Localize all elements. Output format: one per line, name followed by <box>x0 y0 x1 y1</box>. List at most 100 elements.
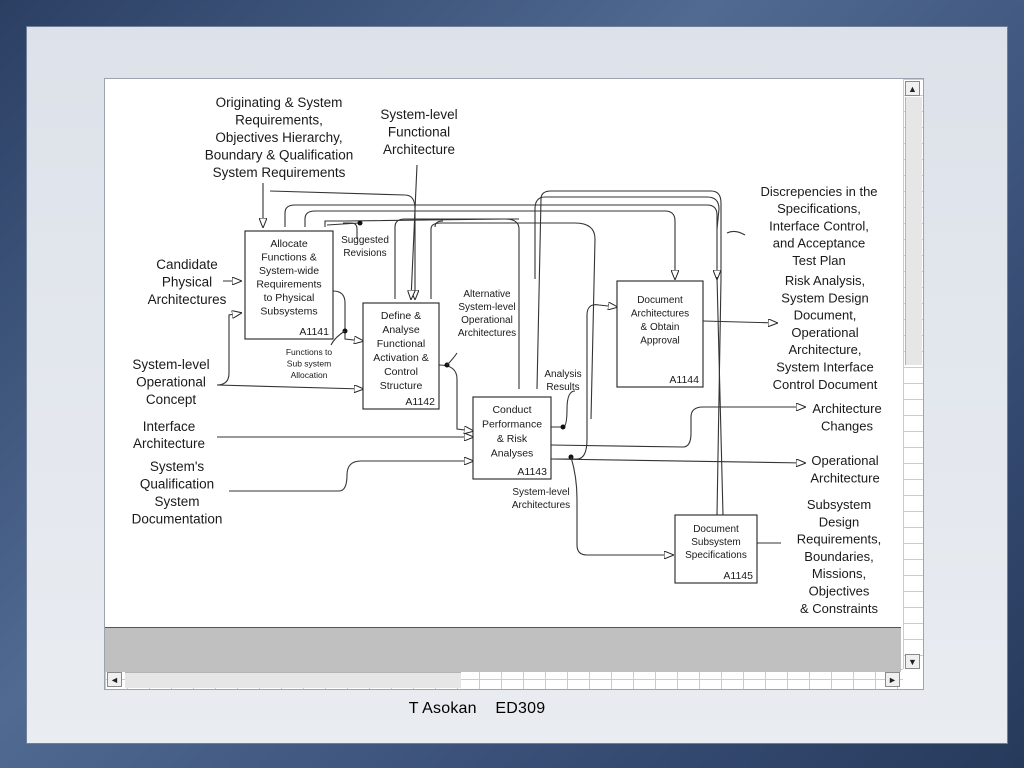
activity-box-title-line: Subsystem <box>691 537 740 548</box>
label-sys-func-arch-line: Functional <box>388 125 450 140</box>
label-orig-req-line: Boundary & Qualification <box>205 148 354 163</box>
label-qual-doc-line: System <box>154 494 199 509</box>
horizontal-scrollbar[interactable]: ◄ ► <box>107 671 903 688</box>
label-risk-analysis-line: System Interface <box>776 360 874 375</box>
activity-box-title-line: Analyse <box>382 324 420 336</box>
activity-box-code: A1145 <box>723 570 753 582</box>
label-subsys-design-line: Requirements, <box>797 532 882 547</box>
label-func-sub-line: Functions to <box>286 347 333 357</box>
label-alt-arch-line: System-level <box>458 302 515 313</box>
arrow-right-icon: ► <box>888 675 897 685</box>
label-candidate-phys-line: Candidate <box>156 257 218 272</box>
activity-box-title-line: Analyses <box>491 448 534 460</box>
activity-box-title-line: System-wide <box>259 265 319 277</box>
activity-box-code: A1142 <box>405 396 435 408</box>
horizontal-scroll-track[interactable] <box>125 672 461 688</box>
activity-box-title-line: Control <box>384 366 418 378</box>
label-risk-analysis-line: System Design <box>781 290 868 305</box>
label-qual-doc-line: Qualification <box>140 477 214 492</box>
course-code: ED309 <box>495 700 546 717</box>
label-subsys-design-line: Design <box>819 514 859 529</box>
label-discrepencies-line: and Acceptance <box>773 236 866 251</box>
label-alt-arch-line: Operational <box>461 315 513 326</box>
vertical-scroll-track[interactable] <box>905 97 922 365</box>
label-sys-level-arch-line: Architectures <box>512 500 570 511</box>
activity-box-title-line: Performance <box>482 419 542 431</box>
label-suggested-line: Revisions <box>343 248 386 259</box>
vertical-scrollbar[interactable]: ▲ ▼ <box>905 81 922 671</box>
activity-box-code: A1144 <box>669 374 699 386</box>
label-suggested-line: Suggested <box>341 235 389 246</box>
label-subsys-design-line: Boundaries, <box>804 549 873 564</box>
activity-box-border <box>244 230 334 340</box>
arrow-down-icon: ▼ <box>908 657 917 667</box>
label-subsys-design-line: Objectives <box>809 584 870 599</box>
label-op-arch-line: Operational <box>811 453 878 468</box>
activity-box-title-line: & Risk <box>497 433 528 445</box>
label-subsys-design-line: Subsystem <box>807 497 871 512</box>
activity-box-title-line: Allocate <box>270 238 308 250</box>
label-discrepencies-line: Test Plan <box>792 253 845 268</box>
label-interface-arch-line: Architecture <box>133 436 205 451</box>
label-subsys-design-line: Missions, <box>812 566 866 581</box>
label-discrepencies-line: Interface Control, <box>769 218 869 233</box>
label-alt-arch-line: Alternative <box>463 289 511 300</box>
label-discrepencies-line: Specifications, <box>777 201 861 216</box>
activity-box-title-line: Activation & <box>373 352 428 364</box>
activity-box-title-line: Functional <box>377 338 425 350</box>
label-orig-req-line: System Requirements <box>213 165 346 180</box>
activity-box-title-line: Requirements <box>256 279 321 291</box>
activity-box-title-line: Define & <box>381 310 421 322</box>
scroll-down-button[interactable]: ▼ <box>905 654 920 669</box>
activity-box-title-line: & Obtain <box>641 322 680 333</box>
scroll-up-button[interactable]: ▲ <box>905 81 920 96</box>
label-sys-op-concept-line: Operational <box>136 375 206 390</box>
label-risk-analysis-line: Operational <box>791 325 858 340</box>
activity-box-border <box>362 302 440 410</box>
activity-box-title-line: Document <box>693 524 739 535</box>
scroll-right-button[interactable]: ► <box>885 672 900 687</box>
activity-box-title-line: Document <box>637 295 683 306</box>
connector-lines <box>216 164 805 555</box>
label-orig-req-line: Requirements, <box>235 113 323 128</box>
activity-box-title-line: Conduct <box>492 404 531 416</box>
author-name: T Asokan <box>408 700 477 717</box>
activity-box-title-line: Functions & <box>261 252 316 264</box>
label-subsys-design-line: & Constraints <box>800 601 879 616</box>
label-analysis-results-line: Analysis <box>544 369 581 380</box>
label-qual-doc-line: Documentation <box>132 512 223 527</box>
label-qual-doc-line: System's <box>150 459 205 474</box>
label-discrepencies-line: Discrepencies in the <box>760 184 877 199</box>
arrow-left-icon: ◄ <box>110 675 119 685</box>
label-risk-analysis-line: Architecture, <box>789 342 862 357</box>
activity-box-title-line: Structure <box>380 380 423 392</box>
label-arch-changes-line: Changes <box>821 419 874 434</box>
label-alt-arch-line: Architectures <box>458 328 516 339</box>
scroll-left-button[interactable]: ◄ <box>107 672 122 687</box>
label-analysis-results-line: Results <box>546 382 579 393</box>
